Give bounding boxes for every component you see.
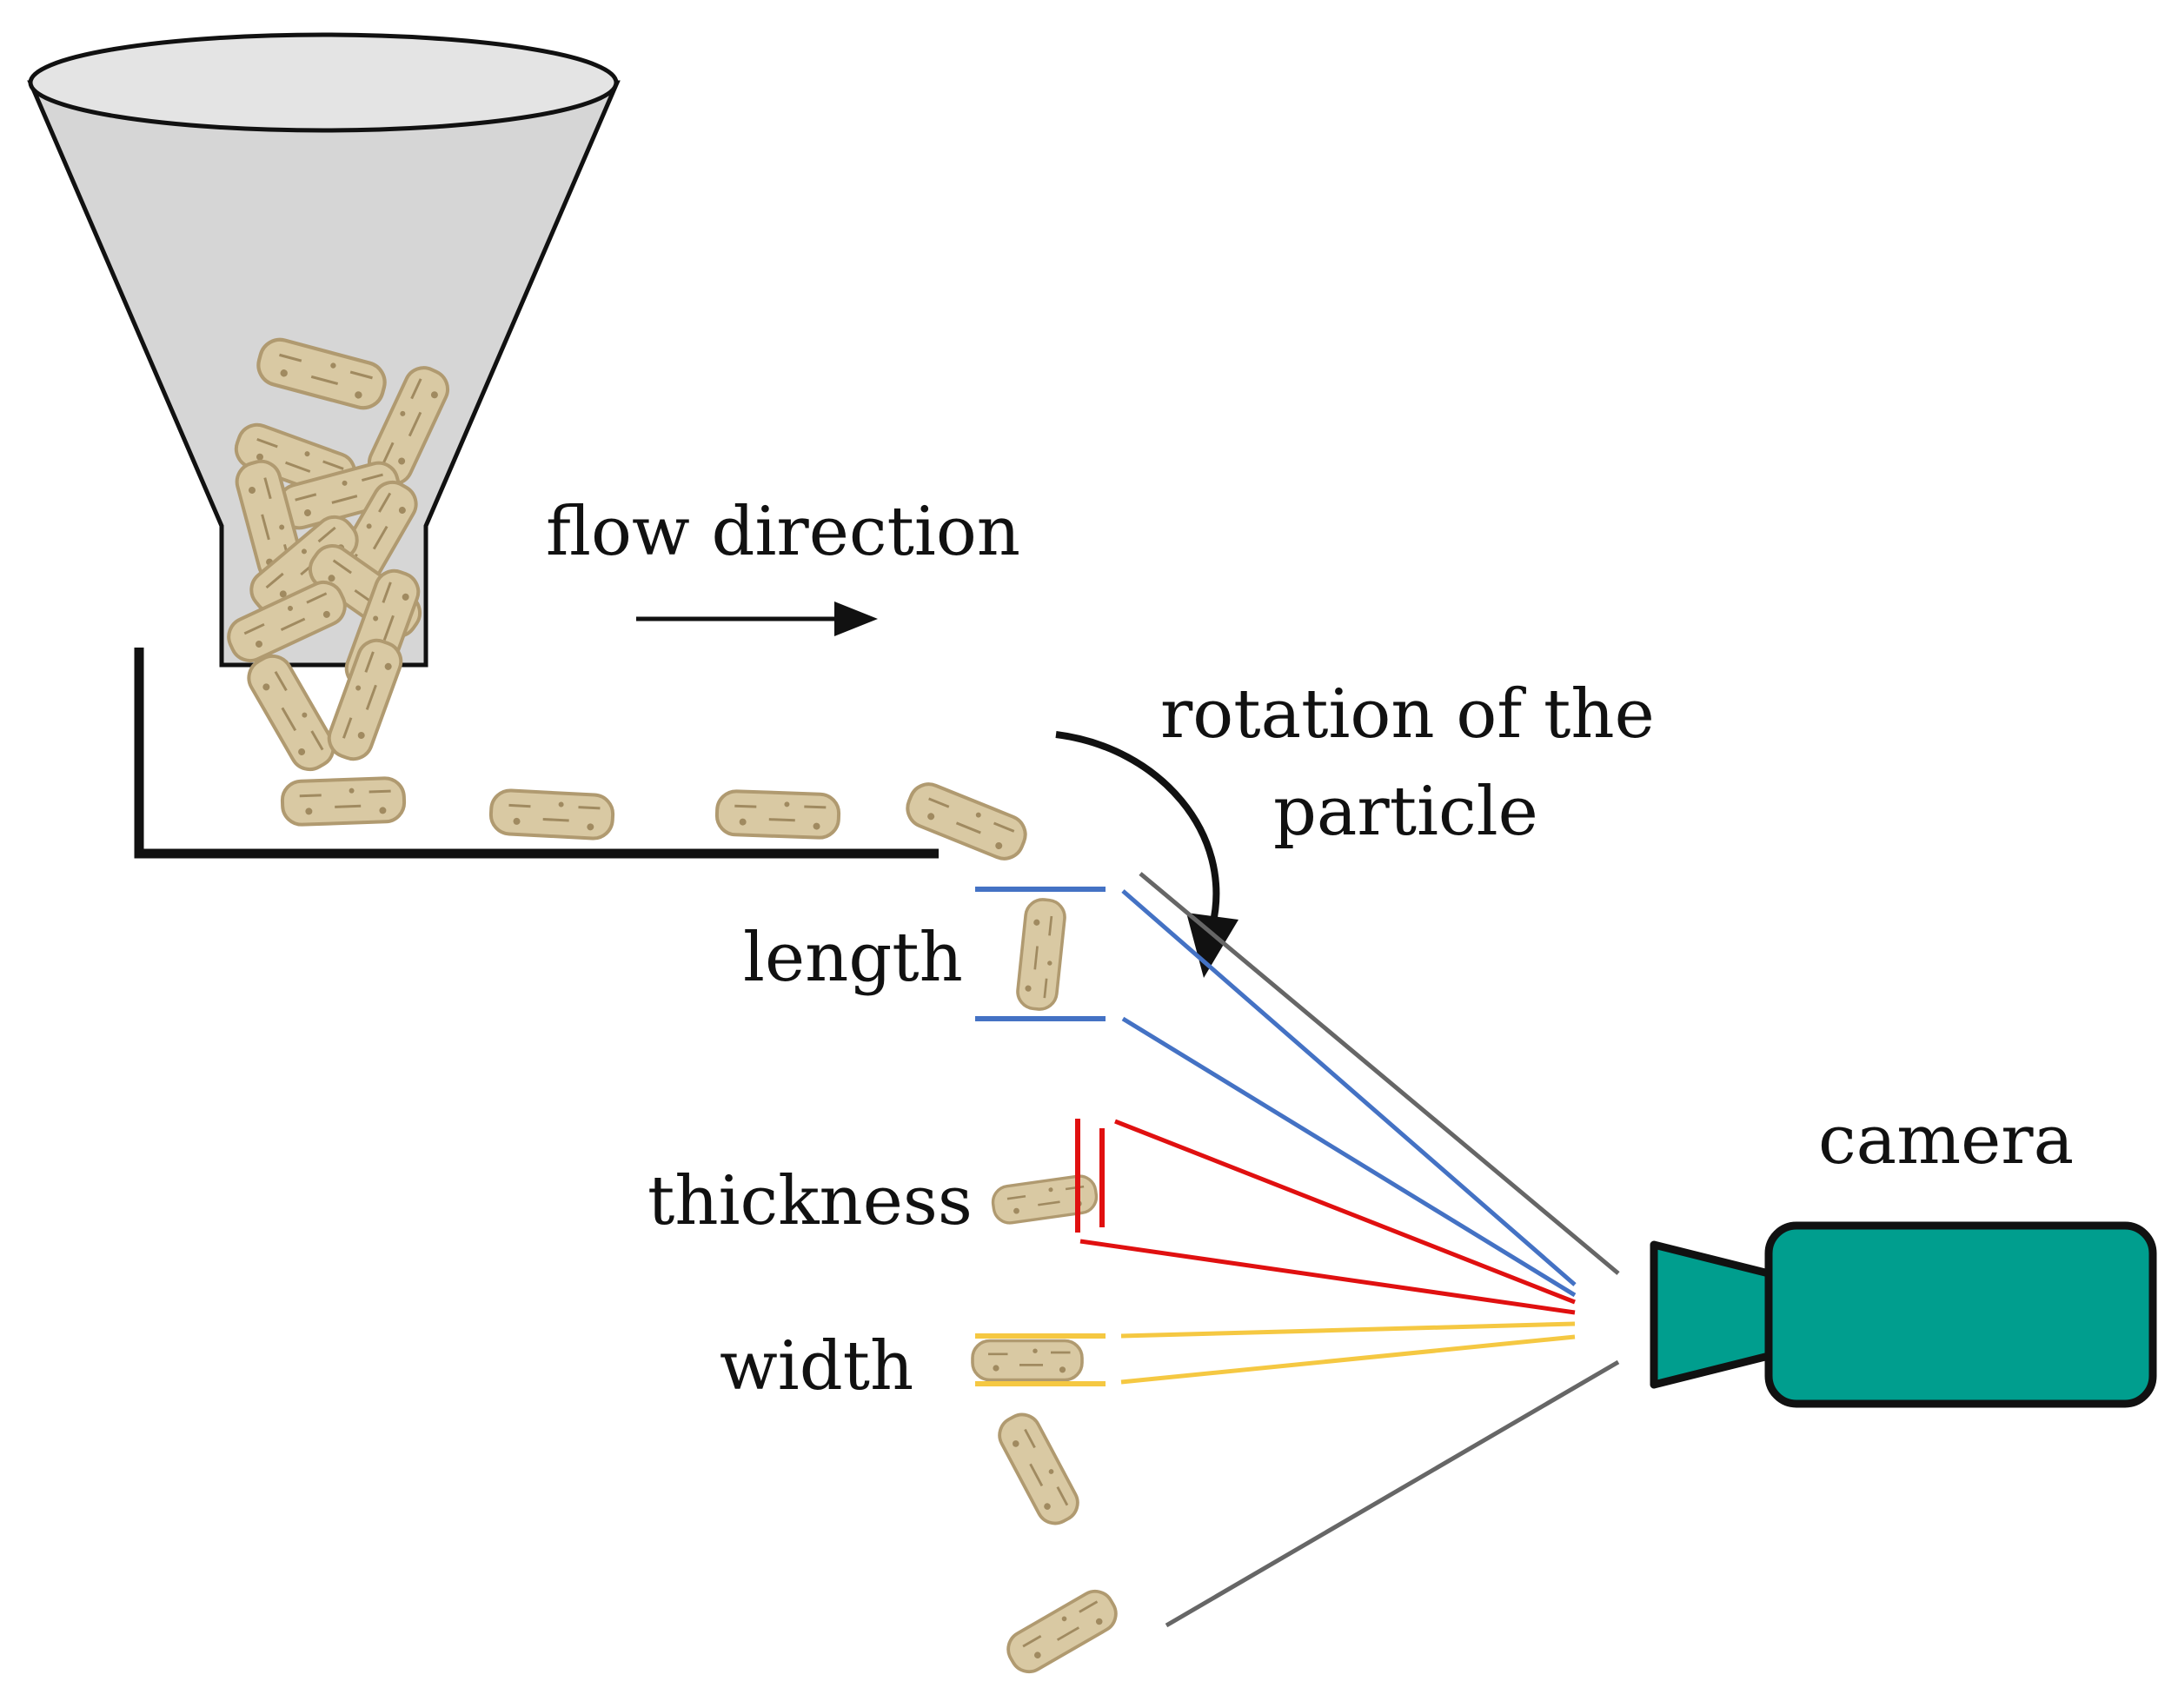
camera-label: camera (1818, 1101, 2074, 1180)
vibrating-tray (134, 648, 939, 859)
rotation-label-line2: particle (1273, 773, 1538, 851)
rotation-arrow-head (1186, 913, 1238, 978)
flow-arrow-head (834, 601, 878, 636)
video-camera-icon (1650, 1221, 2157, 1408)
camera-view-lines (1139, 872, 1620, 1628)
width-measurement (971, 1321, 1576, 1386)
rotation-arrow (1055, 731, 1220, 927)
thickness-label: thickness (647, 1162, 973, 1240)
width-label: width (720, 1327, 913, 1406)
flow-direction-label: flow direction (546, 493, 1020, 571)
hopper (27, 32, 621, 697)
rotation-label-line1: rotation of the (1160, 675, 1655, 754)
thickness-measurement (989, 1119, 1576, 1315)
length-measurement (975, 887, 1577, 1298)
length-label: length (743, 919, 963, 997)
